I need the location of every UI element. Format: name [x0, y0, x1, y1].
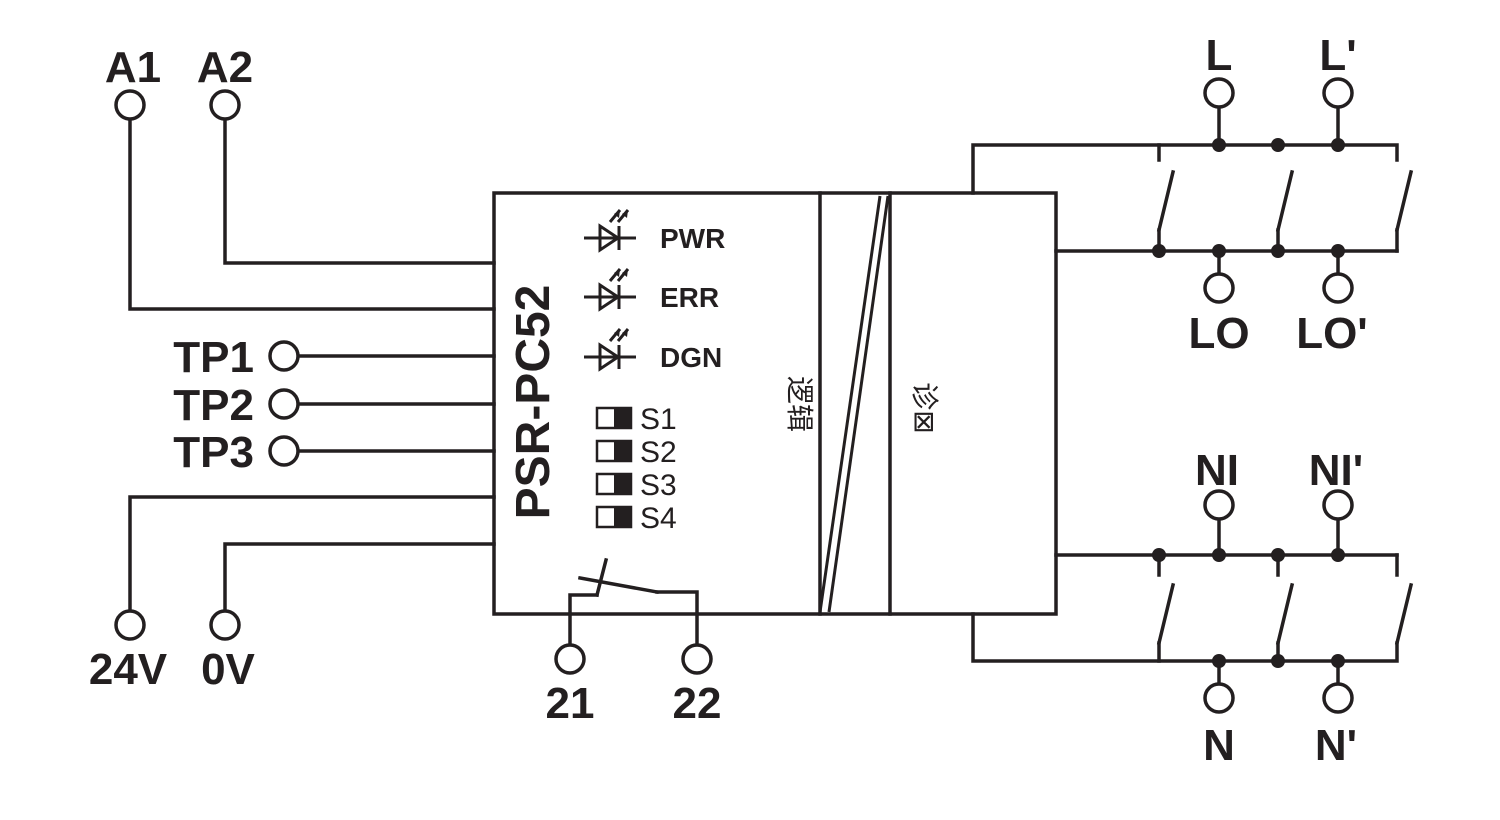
led-pwr: PWR	[584, 209, 725, 254]
terminal-label-21: 21	[546, 679, 595, 728]
terminal-label-n-prime: N'	[1315, 721, 1357, 770]
terminal-tp3	[268, 435, 300, 467]
terminal-n	[1203, 682, 1235, 714]
dip-switch-s3: S3	[595, 469, 677, 502]
terminal-ni-prime	[1322, 489, 1354, 521]
logic-label: 逻辑	[783, 376, 816, 432]
led-dgn: DGN	[584, 328, 722, 373]
terminal-0v	[209, 609, 241, 641]
model-name: PSR-PC52	[507, 285, 560, 520]
terminal-21	[554, 643, 586, 675]
terminal-label-lo: LO	[1188, 309, 1249, 358]
terminal-22	[681, 643, 713, 675]
led-err: ERR	[584, 268, 719, 313]
led-label: ERR	[660, 282, 719, 313]
switch-label: S4	[640, 502, 677, 535]
terminal-tp1	[268, 340, 300, 372]
left-wiring	[128, 118, 496, 613]
terminal-lo-prime	[1322, 272, 1354, 304]
terminal-label-tp2: TP2	[173, 381, 254, 430]
terminal-a1	[114, 89, 146, 121]
terminal-n-prime	[1322, 682, 1354, 714]
switch-label: S2	[640, 436, 677, 469]
terminal-a2	[209, 89, 241, 121]
led-diode-icon	[584, 328, 636, 372]
dip-switch-s1: S1	[595, 403, 677, 436]
led-diode-icon	[584, 209, 636, 253]
terminal-label-24v: 24V	[89, 645, 168, 694]
terminal-label-lo-prime: LO'	[1296, 309, 1368, 358]
upper-contacts	[971, 106, 1414, 275]
terminal-l	[1203, 77, 1235, 109]
isolation-line-2	[827, 195, 890, 613]
terminal-label-tp3: TP3	[173, 428, 254, 477]
terminal-lo	[1203, 272, 1235, 304]
terminal-ni	[1203, 489, 1235, 521]
lower-contacts	[971, 518, 1414, 685]
terminal-label-0v: 0V	[201, 645, 255, 694]
terminal-label-22: 22	[673, 679, 722, 728]
terminal-label-l-prime: L'	[1319, 31, 1356, 80]
led-label: DGN	[660, 342, 722, 373]
led-label: PWR	[660, 223, 725, 254]
terminal-label-ni-prime: NI'	[1309, 446, 1363, 495]
terminal-label-a2: A2	[197, 43, 253, 92]
switch-label: S1	[640, 403, 677, 436]
switch-label: S3	[640, 469, 677, 502]
led-diode-icon	[584, 268, 636, 312]
dip-switch-s2: S2	[595, 436, 677, 469]
terminal-tp2	[268, 388, 300, 420]
diag-label: 诊⊠	[908, 382, 941, 433]
terminal-label-tp1: TP1	[173, 333, 254, 382]
dip-switch-s4: S4	[595, 502, 677, 535]
terminal-label-l: L	[1206, 31, 1233, 80]
isolation-line-1	[818, 195, 882, 613]
module-box	[492, 191, 1058, 616]
terminal-24v	[114, 609, 146, 641]
terminal-label-n: N	[1203, 721, 1235, 770]
terminal-l-prime	[1322, 77, 1354, 109]
signal-contact	[568, 557, 699, 650]
terminal-label-a1: A1	[105, 43, 161, 92]
terminal-label-ni: NI	[1195, 446, 1239, 495]
